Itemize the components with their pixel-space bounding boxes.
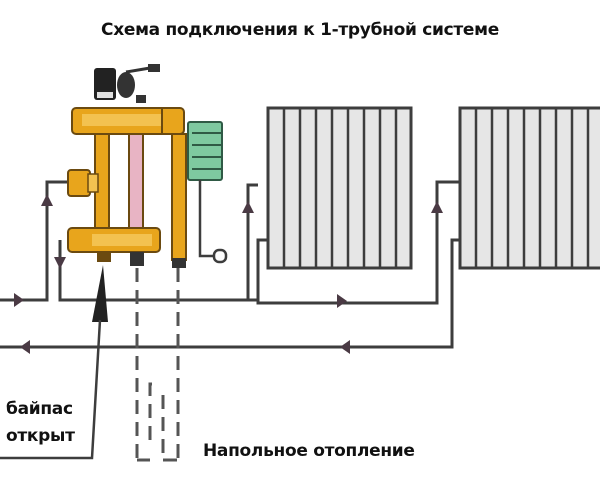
arrow-left-icon [340,340,350,354]
arrow-down-icon [54,257,66,269]
arrow-up-icon [242,201,254,213]
bypass-label: байпас открыт [6,396,75,450]
diagram-title: Схема подключения к 1-трубной системе [101,20,499,40]
flow-arrows [14,194,443,354]
thermometer-icon [117,72,135,98]
bypass-label-line1: байпас [6,399,73,419]
floor-heating-label: Напольное отопление [203,441,415,461]
return-pipe [0,238,460,349]
radiator-1 [266,106,413,270]
arrow-left-icon [20,340,30,354]
arrow-right-icon [337,294,347,308]
arrow-up-icon [41,194,53,206]
arrow-right-icon [14,293,24,307]
arrow-up-icon [431,201,443,213]
radiator-2 [458,106,600,270]
manifold [67,64,228,268]
bypass-pointer [0,265,108,460]
bypass-label-line2: открыт [6,426,75,446]
floor-heating-loop [135,268,180,462]
supply-pipe-2 [256,180,460,305]
pump-icon [187,121,223,181]
